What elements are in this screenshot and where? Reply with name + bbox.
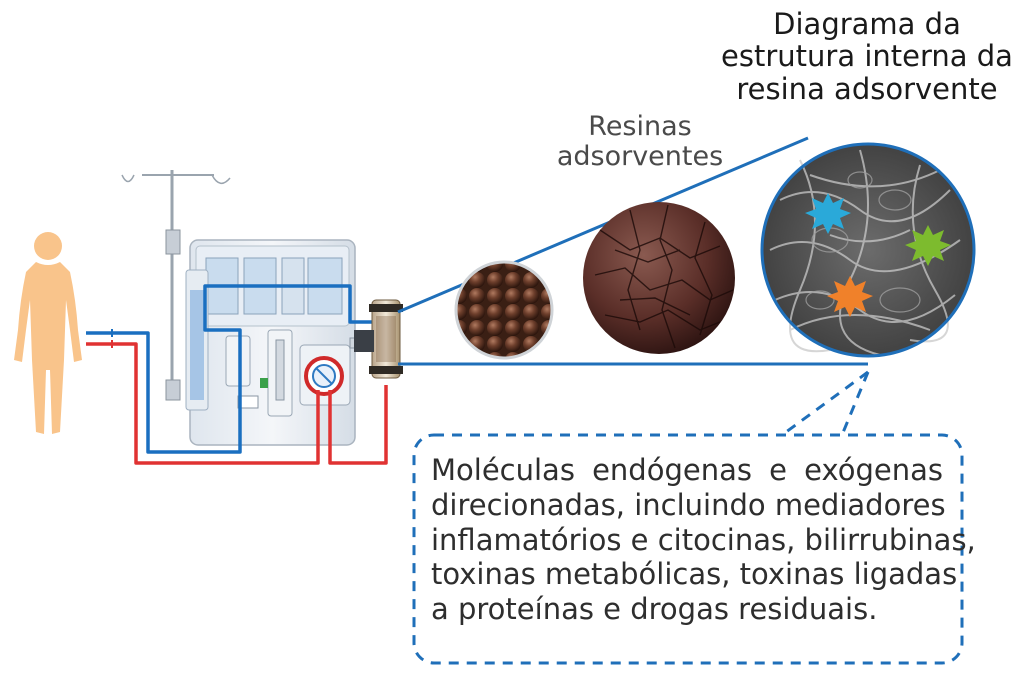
resin-beads-icon: [454, 260, 554, 360]
molecule-star-icon: [827, 276, 873, 317]
resin-sphere-icon: [583, 202, 735, 354]
human-body-icon: [14, 232, 82, 434]
callout-line: a proteínas e drogas residuais.: [431, 592, 878, 627]
arterial-line-return: [328, 385, 388, 465]
callout-line: inflamatórios e citocinas, bilirrubinas,: [431, 522, 976, 557]
dialysis-machine-icon: [185, 239, 371, 446]
callout-pointer: [781, 370, 870, 437]
callout-box: [412, 433, 964, 665]
arterial-line: [86, 342, 320, 465]
venous-line: [86, 284, 380, 454]
blood-tubing: [86, 284, 388, 465]
molecule-star-icon: [805, 193, 851, 234]
callout-line: direcionadas, incluindo mediadores: [431, 487, 946, 522]
callout-line: Moléculas endógenas e exógenas: [431, 453, 943, 487]
resin-pore-structure-icon: [760, 142, 976, 358]
callout-line: toxinas metabólicas, toxinas ligadas: [431, 557, 958, 592]
adsorption-cartridge-icon: [354, 299, 403, 379]
molecule-star-icon: [905, 225, 951, 266]
iv-pole: [121, 170, 231, 401]
callout-text: Moléculas endógenas e exógenas direciona…: [431, 453, 976, 627]
resins-title: Resinas adsorventes: [556, 111, 724, 173]
internal-structure-title: Diagrama da estrutura interna da resina …: [721, 7, 1013, 106]
